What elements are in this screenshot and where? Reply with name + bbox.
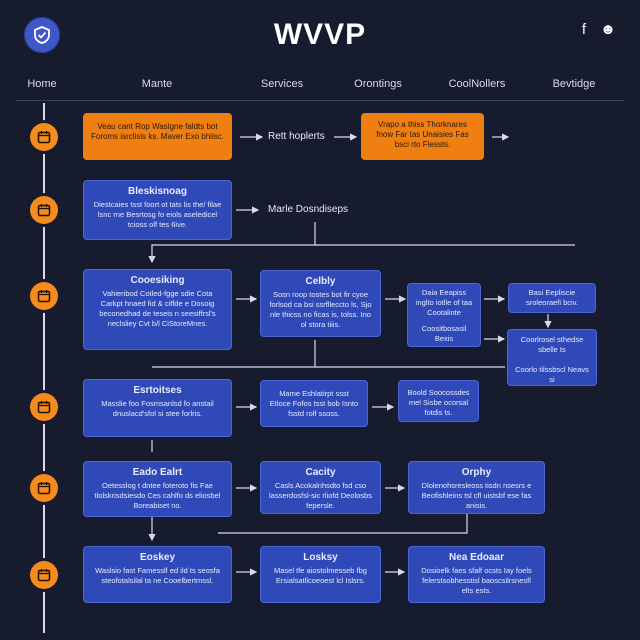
flow-box-body: Mame Eshlatirpt ssst Etloce Fofos tsst b…	[269, 389, 359, 418]
flow-box-body: Waslsio fast Famesslf ed ild ts seosfa s…	[95, 566, 220, 585]
flow-box[interactable]: Celbly Sosn roop tostes bot fir cyoe for…	[260, 270, 381, 337]
calendar-icon	[37, 204, 51, 217]
flow-box[interactable]: Nea Edoaar Dosioelk faes sfalf ocsts Iay…	[408, 546, 545, 603]
flow-box-title: Bleskisnoag	[128, 186, 187, 197]
flow-box-body: Coositbosasil Bexis	[421, 324, 467, 343]
flow-box[interactable]: Daia Eeapiss inglto iotlle of taa Cootal…	[407, 283, 481, 347]
flow-box[interactable]: Boold Soocossdes mel Sisbe ocorsal fotdi…	[398, 380, 479, 422]
timeline-node[interactable]	[30, 123, 58, 151]
flow-box-title: Eoskey	[139, 552, 176, 563]
timeline-node[interactable]	[30, 561, 58, 589]
nav-item-orontings[interactable]: Orontings	[354, 78, 402, 90]
flow-box[interactable]: Eoskey Waslsio fast Famesslf ed ild ts s…	[83, 546, 232, 603]
flow-box[interactable]: Coorlrosel sthedse sbelle ts Coorlo tils…	[507, 329, 597, 386]
flow-box[interactable]: Vrapo a thiss Thorknares fnow Far tas Un…	[361, 113, 484, 160]
timeline-node[interactable]	[30, 393, 58, 421]
flow-box[interactable]: Mame Eshlatirpt ssst Etloce Fofos tsst b…	[260, 380, 368, 427]
flow-box-body: Coorlo tilssbscl Neavs si	[515, 365, 589, 384]
flow-box-body: Basi Eepliscie sroleoraefi bciv.	[526, 288, 578, 307]
calendar-icon	[37, 131, 51, 144]
flow-box[interactable]: Veau cant Rop Waslgne faldts bot Foroms …	[83, 113, 232, 160]
timeline-line	[43, 103, 45, 633]
flow-box-body: Daia Eeapiss inglto iotlle of taa Cootal…	[415, 288, 473, 317]
flow-label: Rett hoplerts	[268, 131, 325, 142]
flow-box-title: Cooesiking	[130, 275, 185, 286]
flow-box-body: Vahieribod Cotled-fgge sdie Cota Carkpt …	[99, 289, 216, 328]
flow-box-title: Losksy	[303, 552, 338, 563]
flow-box-body: Boold Soocossdes mel Sisbe ocorsal fotdi…	[407, 388, 470, 417]
flow-box-title: Cacity	[305, 467, 336, 478]
flow-box[interactable]: Basi Eepliscie sroleoraefi bciv.	[508, 283, 596, 313]
flow-box-title: Orphy	[461, 467, 492, 478]
flow-box-body: Veau cant Rop Waslgne faldts bot Foroms …	[91, 122, 224, 141]
flow-box-title: Esrtoitses	[133, 385, 182, 396]
logo-badge[interactable]	[24, 17, 60, 53]
nav-item-mante[interactable]: Mante	[141, 78, 173, 90]
flow-box[interactable]: Cacity Casls Acokalnhsdto fsd cso lasser…	[260, 461, 381, 514]
calendar-icon	[37, 401, 51, 414]
flow-box-body: Diestcaies tsst foort ot tats lis the/ f…	[93, 200, 222, 229]
timeline-node[interactable]	[30, 474, 58, 502]
flow-box-body: Vrapo a thiss Thorknares fnow Far tas Un…	[376, 120, 469, 149]
flow-box-body: Dlolenohsresleoss tisdn nsesrs e Beofish…	[421, 481, 532, 510]
nav-item-home[interactable]: Home	[27, 78, 57, 90]
calendar-icon	[37, 482, 51, 495]
flow-box-title: Celbly	[305, 276, 336, 287]
nav-item-coolnollers[interactable]: CoolNollers	[448, 78, 506, 90]
shield-check-icon	[34, 26, 50, 44]
brand-title: WVVP	[273, 18, 367, 51]
flow-box[interactable]: Losksy Masel tfe aiostolmesseb fbg Ersia…	[260, 546, 381, 603]
flow-box-body: Masslie foo Fosmsanlsd fo anstail dnusla…	[101, 399, 214, 418]
flow-box-body: Sosn roop tostes bot fir cyoe forlsod ca…	[269, 290, 372, 329]
timeline-node[interactable]	[30, 282, 58, 310]
flow-box[interactable]: Cooesiking Vahieribod Cotled-fgge sdie C…	[83, 269, 232, 350]
timeline-node[interactable]	[30, 196, 58, 224]
top-nav: Home Mante Services Orontings CoolNoller…	[0, 78, 640, 92]
flow-box-body: Casls Acokalnhsdto fsd cso lasserdosfsl-…	[269, 481, 372, 510]
flow-box[interactable]: Esrtoitses Masslie foo Fosmsanlsd fo ans…	[83, 379, 232, 437]
flow-box[interactable]: Bleskisnoag Diestcaies tsst foort ot tat…	[83, 180, 232, 240]
nav-item-services[interactable]: Services	[260, 78, 304, 90]
flow-box-body: Dosioelk faes sfalf ocsts Iay foels fele…	[421, 566, 532, 595]
facebook-icon[interactable]: f	[581, 21, 587, 38]
flow-box[interactable]: Orphy Dlolenohsresleoss tisdn nsesrs e B…	[408, 461, 545, 514]
flow-box-title: Eado Ealrt	[132, 467, 183, 478]
flow-box-body: Oetesslog t dntee foteroto fis Fae tlols…	[94, 481, 221, 510]
nav-item-bevtidge[interactable]: Bevtidge	[552, 78, 596, 90]
flow-box-title: Nea Edoaar	[448, 552, 505, 563]
flow-box[interactable]: Eado Ealrt Oetesslog t dntee foteroto fi…	[83, 461, 232, 517]
nav-divider	[16, 100, 624, 101]
flow-box-body: Coorlrosel sthedse sbelle ts	[520, 335, 584, 354]
flow-box-body: Masel tfe aiostolmesseb fbg Ersialsatllc…	[274, 566, 367, 585]
calendar-icon	[37, 290, 51, 303]
settings-icon[interactable]: ☻	[600, 21, 616, 38]
calendar-icon	[37, 569, 51, 582]
flow-label: Marle Dosndiseps	[268, 204, 349, 215]
